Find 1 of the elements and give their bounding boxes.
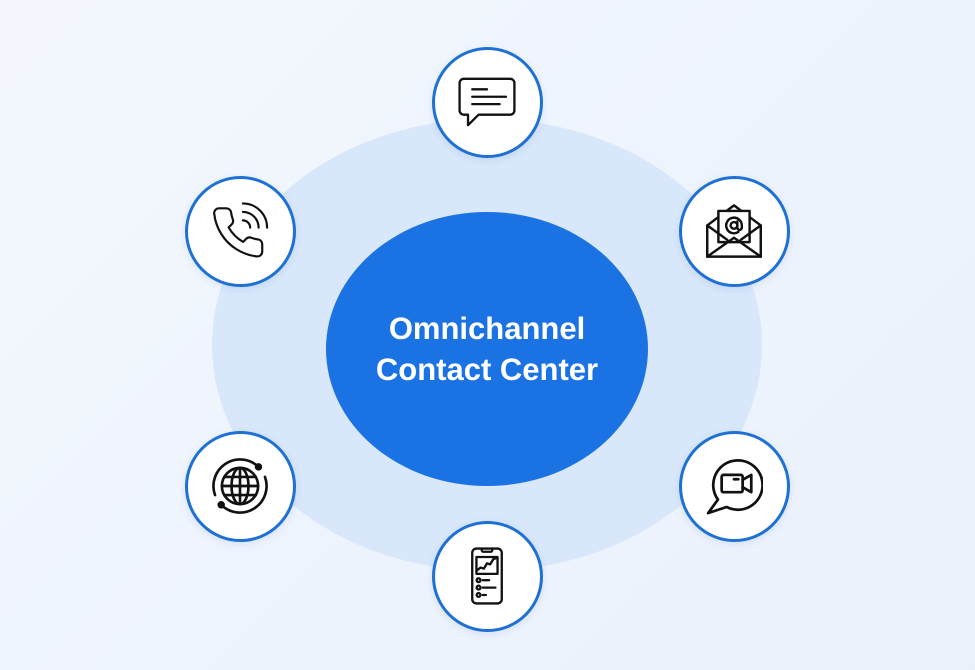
- hub-title: Omnichannel Contact Center: [374, 310, 600, 389]
